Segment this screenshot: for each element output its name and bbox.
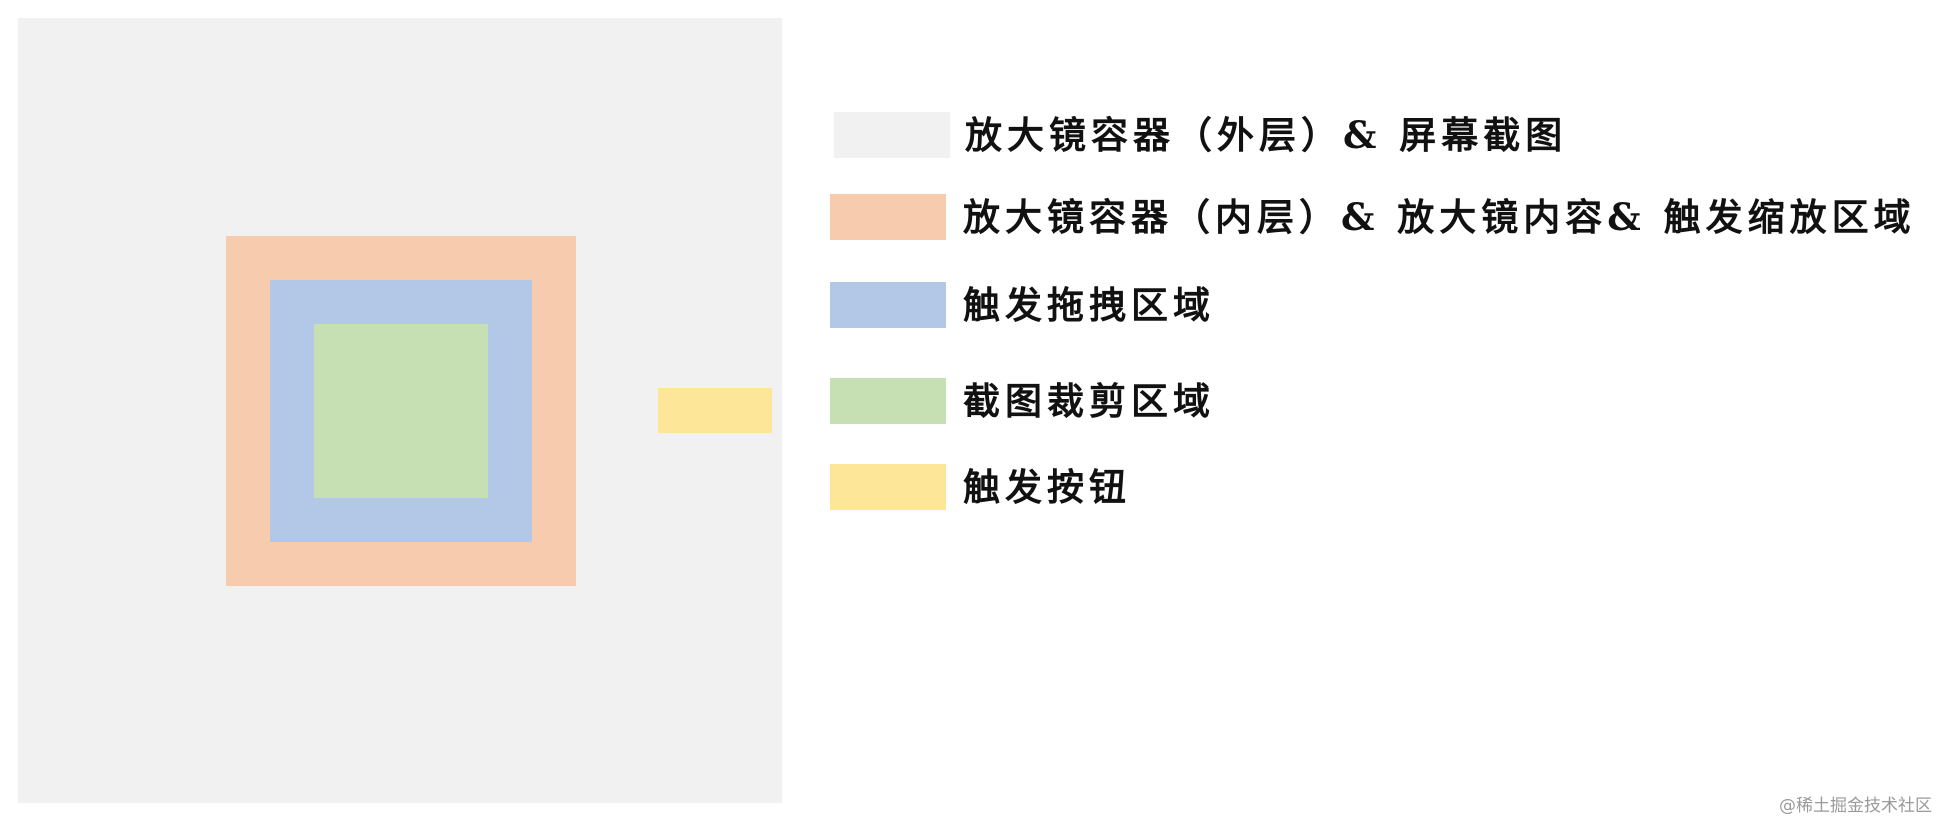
legend-swatch-trigger — [830, 464, 946, 510]
legend-item-drag: 触发拖拽区域 — [830, 282, 1215, 328]
legend-swatch-inner — [830, 194, 946, 240]
legend-item-inner: 放大镜容器（内层）& 放大镜内容& 触发缩放区域 — [830, 194, 1916, 240]
legend-item-trigger: 触发按钮 — [830, 464, 1131, 510]
legend-item-crop: 截图裁剪区域 — [830, 378, 1215, 424]
legend-label-drag: 触发拖拽区域 — [963, 283, 1215, 327]
legend-item-outer: 放大镜容器（外层）& 屏幕截图 — [834, 112, 1567, 158]
legend-label-trigger: 触发按钮 — [963, 465, 1131, 509]
legend-swatch-crop — [830, 378, 946, 424]
watermark: @稀土掘金技术社区 — [1779, 796, 1932, 816]
legend-swatch-outer — [834, 112, 950, 158]
legend-label-inner: 放大镜容器（内层）& 放大镜内容& 触发缩放区域 — [963, 195, 1916, 239]
legend-label-crop: 截图裁剪区域 — [963, 379, 1215, 423]
trigger-button-shape — [658, 388, 772, 433]
legend-swatch-drag — [830, 282, 946, 328]
screenshot-crop-area — [314, 324, 488, 498]
legend-label-outer: 放大镜容器（外层）& 屏幕截图 — [965, 113, 1568, 157]
